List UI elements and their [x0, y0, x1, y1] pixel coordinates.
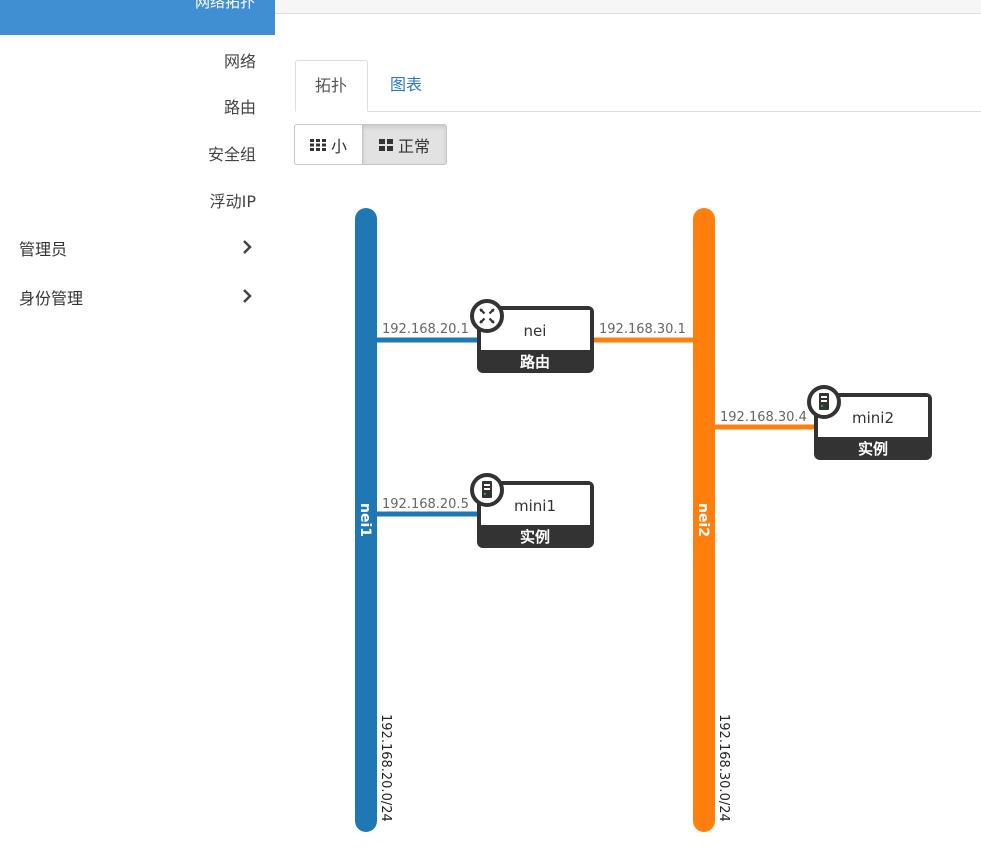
router-icon [470, 299, 504, 333]
tab-charts[interactable]: 图表 [390, 75, 423, 94]
sidebar: 网络拓扑 网络 路由 安全组 浮动IP 管理员 身份管理 [0, 0, 275, 852]
network-name-nei2: nei2 [695, 503, 711, 537]
chevron-right-icon [243, 240, 252, 254]
port-ip-router-nei2: 192.168.30.1 [599, 322, 686, 337]
normal-view-button[interactable]: 正常 [362, 124, 447, 165]
sidebar-section-admin[interactable]: 管理员 [19, 236, 256, 260]
server-icon [807, 385, 841, 419]
sidebar-item-security-groups[interactable]: 安全组 [207, 145, 256, 164]
network-bar-nei2[interactable] [693, 208, 715, 832]
network-cidr-nei1: 192.168.20.0/24 [378, 714, 393, 822]
router-node-nei[interactable]: nei 路由 [470, 299, 594, 373]
sidebar-item-floating-ips[interactable]: 浮动IP [209, 192, 256, 211]
view-tabs: 拓扑 图表 [295, 60, 981, 112]
sidebar-item-network-topology[interactable]: 网络拓扑 [0, 0, 275, 35]
port-ip-mini2: 192.168.30.4 [720, 410, 807, 425]
instance-type-label: 实例 [858, 440, 888, 458]
grid-large-icon [378, 138, 393, 151]
grid-small-icon [309, 138, 326, 151]
small-view-label: 小 [330, 136, 347, 156]
sidebar-item-networks[interactable]: 网络 [223, 52, 256, 71]
network-name-nei1: nei1 [357, 503, 373, 537]
instance-name: mini2 [852, 409, 894, 427]
instance-node-mini2[interactable]: mini2 实例 [807, 385, 932, 460]
server-icon [470, 473, 504, 507]
chevron-right-icon [243, 289, 252, 303]
instance-node-mini1[interactable]: mini1 实例 [470, 473, 594, 548]
small-view-button[interactable]: 小 [294, 124, 363, 165]
sidebar-section-identity[interactable]: 身份管理 [19, 285, 256, 309]
normal-view-label: 正常 [397, 136, 430, 156]
network-cidr-nei2: 192.168.30.0/24 [716, 714, 731, 822]
instance-type-label: 实例 [520, 528, 550, 546]
port-ip-router-nei1: 192.168.20.1 [382, 322, 469, 337]
router-type-label: 路由 [520, 353, 550, 371]
sidebar-item-routers[interactable]: 路由 [223, 98, 256, 117]
instance-name: mini1 [514, 497, 556, 515]
tab-topology[interactable]: 拓扑 [295, 60, 368, 112]
sidebar-item-label: 网络拓扑 [194, 0, 255, 11]
network-bar-nei1[interactable] [355, 208, 377, 832]
port-ip-mini1: 192.168.20.5 [382, 497, 469, 512]
sidebar-section-label: 管理员 [19, 240, 68, 259]
sidebar-section-label: 身份管理 [19, 289, 84, 308]
router-name: nei [524, 322, 547, 340]
